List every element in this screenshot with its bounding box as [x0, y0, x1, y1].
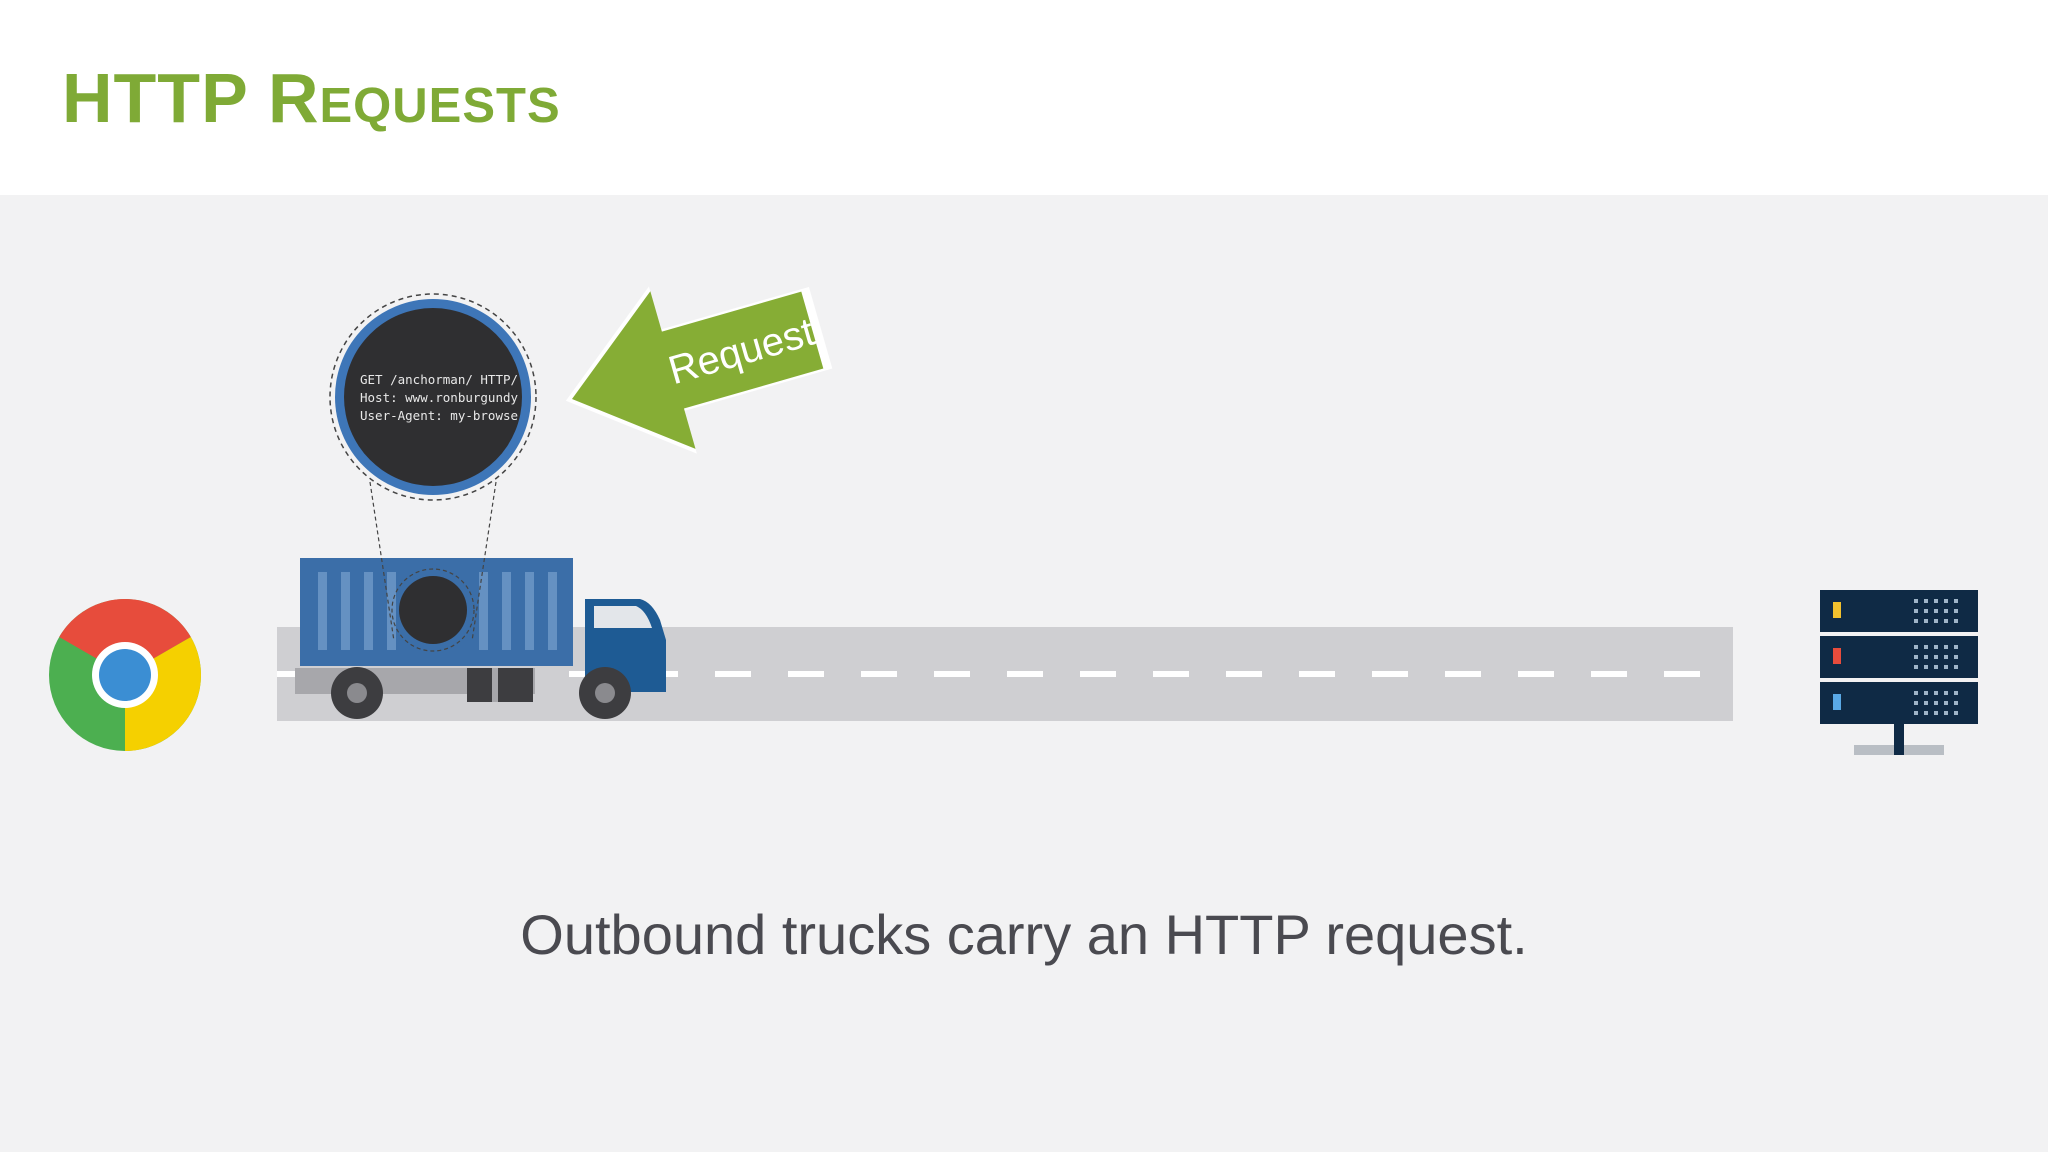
chrome-browser-icon: [49, 599, 201, 751]
request-line-1: GET /anchorman/ HTTP/: [360, 372, 518, 387]
request-line-2: Host: www.ronburgundy: [360, 390, 519, 405]
slide-title: HTTP Requests: [62, 59, 561, 137]
request-bubble: GET /anchorman/ HTTP/ Host: www.ronburgu…: [329, 293, 537, 501]
slide-caption: Outbound trucks carry an HTTP request.: [520, 903, 1528, 966]
request-arrow: Request: [565, 286, 833, 454]
cargo-disc: [391, 568, 475, 652]
slide-header: HTTP Requests: [0, 0, 2048, 195]
server-rack-icon: [1820, 590, 1978, 755]
truck: [295, 558, 666, 719]
request-line-3: User-Agent: my-browse: [360, 408, 518, 423]
zoom-connector: [369, 481, 497, 642]
